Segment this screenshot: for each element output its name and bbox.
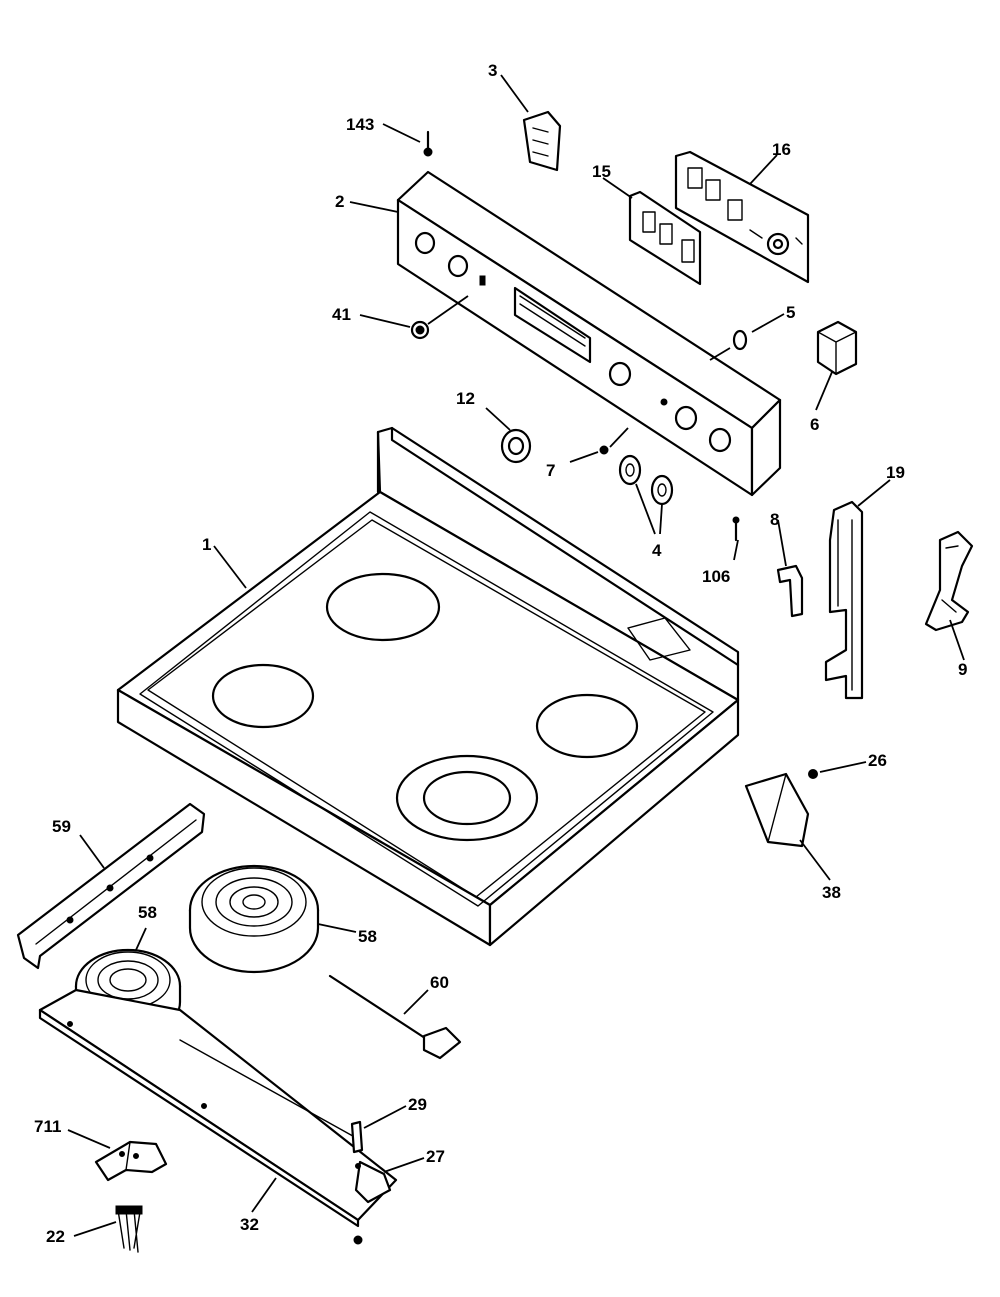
callout-32: 32	[240, 1215, 259, 1234]
part-9-bracket	[924, 530, 974, 661]
callout-26: 26	[868, 751, 887, 770]
callout-16: 16	[772, 140, 791, 159]
part-15-overlay	[602, 177, 702, 286]
part-16-control-board	[674, 150, 810, 284]
part-58-surface-element-large	[188, 864, 357, 974]
callout-19: 19	[886, 463, 905, 482]
callout-38: 38	[822, 883, 841, 902]
callout-58-right: 58	[358, 927, 377, 946]
part-1-cooktop	[116, 426, 740, 947]
part-8-bracket	[776, 519, 804, 618]
part-59-bracket	[16, 802, 206, 970]
callout-22: 22	[46, 1227, 65, 1246]
callout-labels: 143 3 16 15 2 41 5 6 12 7 4 106 8 19 9 1…	[34, 61, 967, 1246]
part-32-support	[38, 988, 398, 1245]
part-60-sensor	[328, 974, 462, 1060]
part-6-switch	[815, 320, 858, 411]
callout-3: 3	[488, 61, 497, 80]
callout-5: 5	[786, 303, 795, 322]
part-3-switch	[500, 74, 562, 172]
part-7-clip	[569, 427, 629, 463]
callout-15: 15	[592, 162, 611, 181]
callout-59: 59	[52, 817, 71, 836]
callout-27: 27	[426, 1147, 445, 1166]
callout-29: 29	[408, 1095, 427, 1114]
part-5-knob	[709, 313, 785, 361]
callout-106: 106	[702, 567, 730, 586]
callout-143: 143	[346, 115, 374, 134]
part-38-bracket	[744, 772, 831, 881]
callout-9: 9	[958, 660, 967, 679]
callout-7: 7	[546, 461, 555, 480]
part-41-knob	[359, 295, 469, 340]
callout-58-left: 58	[138, 903, 157, 922]
callout-1: 1	[202, 535, 211, 554]
callout-711: 711	[34, 1117, 61, 1136]
callout-41: 41	[332, 305, 351, 324]
part-2-control-panel	[349, 170, 782, 497]
part-143-screw	[382, 123, 433, 157]
callout-12: 12	[456, 389, 475, 408]
callout-4: 4	[652, 541, 662, 560]
part-22-wire-harness	[73, 1205, 143, 1253]
callout-60: 60	[430, 973, 449, 992]
part-27-bracket	[354, 1157, 425, 1204]
part-711-bracket	[67, 1129, 168, 1182]
part-26-screw	[808, 761, 867, 779]
part-19-bracket	[824, 479, 891, 700]
callout-8: 8	[770, 510, 779, 529]
part-29-insulator	[350, 1105, 407, 1154]
callout-2: 2	[335, 192, 344, 211]
part-12-knob	[485, 407, 532, 464]
part-106-screw	[732, 516, 740, 561]
part-4-knobs	[618, 454, 674, 535]
callout-6: 6	[810, 415, 819, 434]
